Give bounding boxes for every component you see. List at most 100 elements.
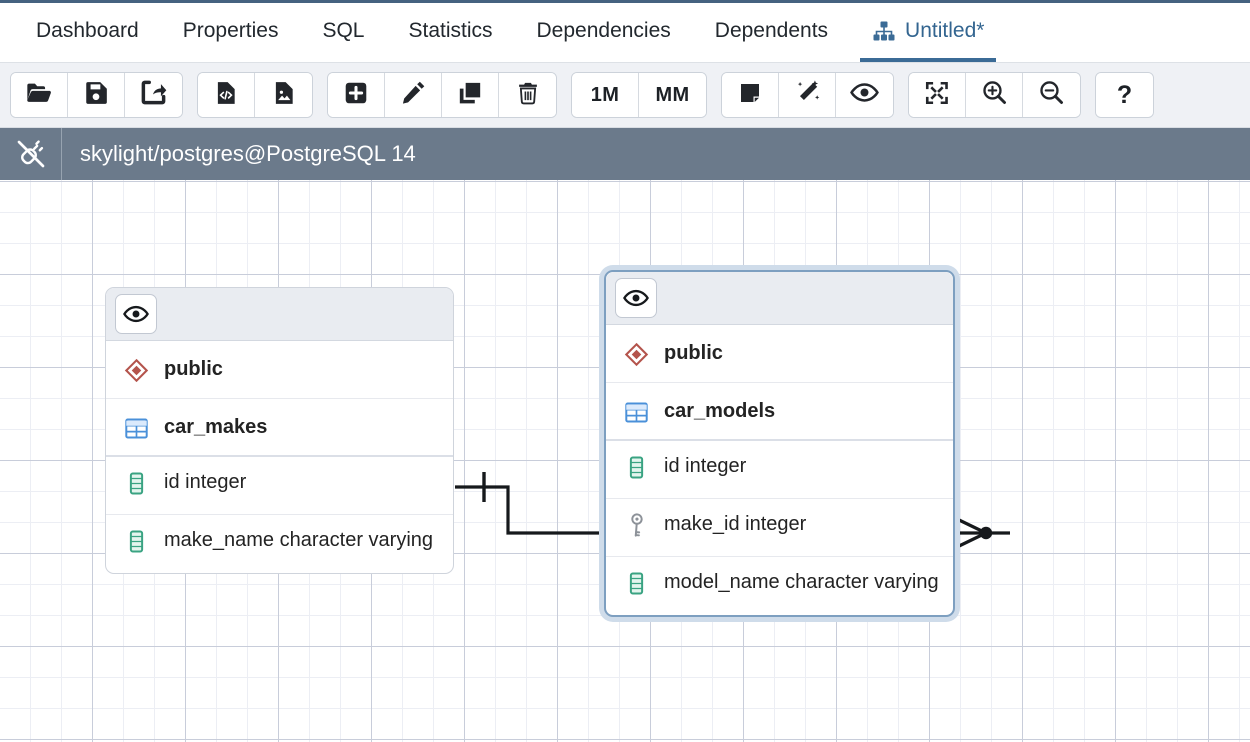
download-image-button[interactable] [255,73,312,117]
tab-active-underline [860,58,997,62]
schema-diagram-icon [872,19,896,43]
column-label: id integer [164,471,247,493]
auto-align-button[interactable] [779,73,836,117]
toolbar-group-zoom [908,72,1081,118]
node-header [606,272,953,325]
file-code-icon [213,80,239,111]
node-column-row: id integer [106,457,453,515]
column-label: id integer [664,455,747,477]
add-note-button[interactable] [722,73,779,117]
schema-name: public [164,358,223,380]
erd-canvas[interactable]: public car_makes [0,180,1250,742]
node-column-row: id integer [606,441,953,499]
plus-square-icon [343,80,369,111]
column-icon [122,469,150,496]
many-to-many-button[interactable]: MM [639,73,706,117]
toolbar-group-table-ops [327,72,557,118]
toolbar-group-help: ? [1095,72,1154,118]
table-grid-icon [122,414,150,441]
folder-open-icon [25,79,53,112]
relationship-link-layer [455,472,1010,549]
disconnect-plug-icon[interactable] [0,128,62,180]
generate-sql-button[interactable] [198,73,255,117]
tab-statistics[interactable]: Statistics [386,0,514,62]
question-mark-icon: ? [1116,80,1133,109]
tab-dependencies[interactable]: Dependencies [515,0,693,62]
pencil-icon [400,79,427,111]
tab-label: Properties [182,19,279,42]
edit-table-button[interactable] [385,73,442,117]
table-name: car_makes [164,415,268,438]
help-button[interactable]: ? [1096,73,1153,117]
magnifier-minus-icon [1038,79,1065,111]
tab-sql[interactable]: SQL [300,0,386,62]
connection-bar: skylight/postgres@PostgreSQL 14 [0,128,1250,180]
clone-table-button[interactable] [442,73,499,117]
show-details-button[interactable] [836,73,893,117]
share-export-icon [140,79,167,111]
foreign-key-icon [622,511,650,538]
open-file-button[interactable] [11,73,68,117]
column-label: make_name character varying [164,529,434,551]
zoom-out-button[interactable] [1023,73,1080,117]
tab-untitled-erd[interactable]: Untitled* [850,0,1006,62]
tab-label: Statistics [408,19,493,42]
toolbar-group-export [197,72,313,118]
connection-label: skylight/postgres@PostgreSQL 14 [80,141,416,166]
compress-icon [924,80,950,111]
schema-diamond-icon [622,340,650,367]
column-label: make_id integer [664,513,807,535]
eye-icon[interactable] [115,294,157,334]
toolbar-group-file [10,72,183,118]
tab-label: Dashboard [36,19,139,42]
many-to-many-label: MM [655,83,690,106]
erd-table-node-car-makes[interactable]: public car_makes [105,287,454,574]
magic-wand-icon [794,79,821,111]
tab-properties[interactable]: Properties [161,0,301,62]
column-label: model_name character varying [664,571,939,593]
toolbar-group-relations: 1M MM [571,72,707,118]
tab-dashboard[interactable]: Dashboard [14,0,161,62]
floppy-save-icon [83,80,109,111]
schema-diamond-icon [122,356,150,383]
zoom-in-button[interactable] [966,73,1023,117]
save-as-button[interactable] [125,73,182,117]
schema-name: public [664,342,723,364]
tab-bar: Dashboard Properties SQL Statistics Depe… [0,0,1250,63]
note-icon [738,81,762,110]
node-table-row: car_makes [106,399,453,457]
eye-icon[interactable] [615,278,657,318]
node-schema-row: public [606,325,953,383]
one-to-many-button[interactable]: 1M [572,73,639,117]
zoom-to-fit-button[interactable] [909,73,966,117]
file-image-icon [271,80,297,111]
save-button[interactable] [68,73,125,117]
tab-label: SQL [322,19,365,42]
table-name: car_models [664,399,776,422]
column-icon [122,527,150,554]
tab-label: Dependents [714,19,829,42]
eye-icon [850,78,879,112]
one-to-many-label: 1M [590,83,620,106]
add-table-button[interactable] [328,73,385,117]
node-table-row: car_models [606,383,953,441]
trash-icon [515,80,541,111]
erd-table-node-car-models[interactable]: public car_models [604,270,955,617]
node-column-row: model_name character varying [606,557,953,615]
column-icon [622,453,650,480]
node-column-row: make_name character varying [106,515,453,573]
copy-icon [457,80,483,111]
delete-table-button[interactable] [499,73,556,117]
node-column-row-foreign-key: make_id integer [606,499,953,557]
magnifier-plus-icon [981,79,1008,111]
tab-dependents[interactable]: Dependents [693,0,850,62]
toolbar-group-view [721,72,894,118]
tab-label: Untitled* [905,19,985,42]
relationship-link-one-to-many [455,472,600,535]
crowsfoot-many-marker [956,517,1010,549]
node-schema-row: public [106,341,453,399]
erd-toolbar: 1M MM [0,63,1250,128]
node-header [106,288,453,341]
column-icon [622,569,650,596]
